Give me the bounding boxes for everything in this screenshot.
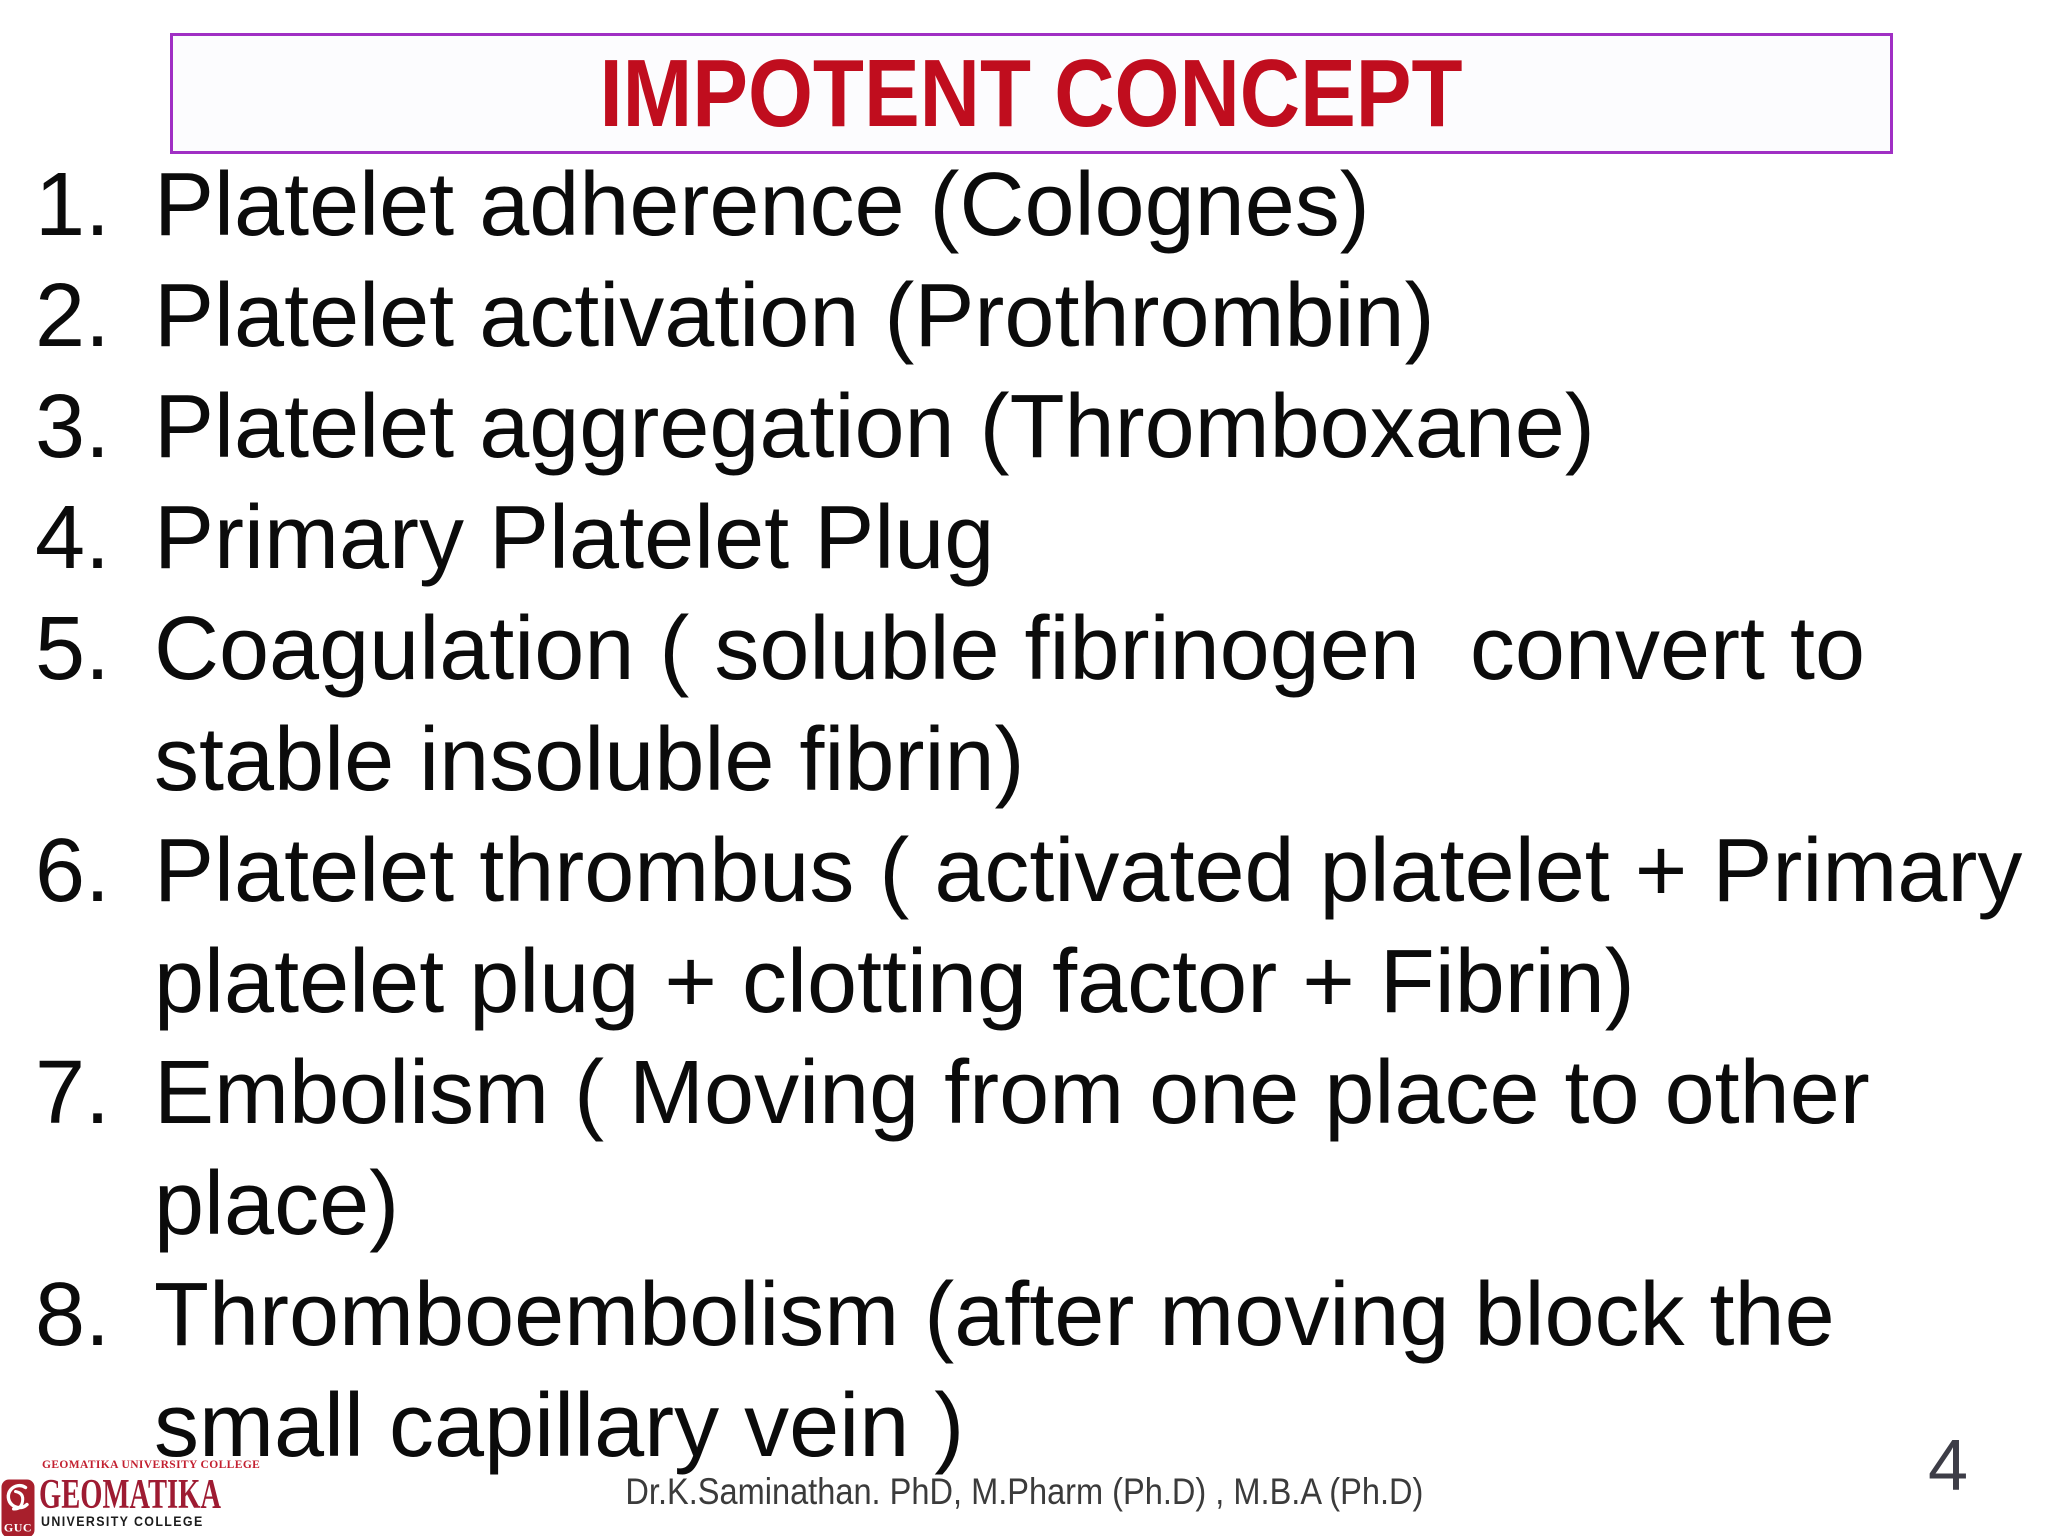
list-item-number <box>35 1149 154 1260</box>
list-item-line: stable insoluble fibrin) <box>35 705 2045 816</box>
list-item-number: 1. <box>35 155 111 255</box>
list-item-text: Embolism ( Moving from one place to othe… <box>154 1043 1870 1143</box>
list-item-text: Platelet aggregation (Thromboxane) <box>154 377 1595 477</box>
list-item-line: 2. Platelet activation (Prothrombin) <box>35 261 2045 372</box>
list-item-line: small capillary vein ) <box>35 1371 2045 1482</box>
page-number: 4 <box>1928 1426 1969 1506</box>
concept-list: 1. Platelet adherence (Colognes) 2. Platele… <box>35 150 2045 1482</box>
guc-badge-text: GUC <box>4 1521 32 1535</box>
list-item-line: 3. Platelet aggregation (Thromboxane) <box>35 372 2045 483</box>
guc-swirl-icon <box>6 1483 29 1511</box>
list-item-text: stable insoluble fibrin) <box>154 710 1025 810</box>
list-item-number: 3. <box>35 377 111 477</box>
list-item-line: platelet plug + clotting factor + Fibrin… <box>35 927 2045 1038</box>
guc-logo-badge-icon: GUC <box>1 1479 35 1536</box>
list-item-text: Primary Platelet Plug <box>154 488 995 588</box>
list-item-number <box>35 927 154 1038</box>
list-item-number <box>35 705 154 816</box>
footer-area: Dr.K.Saminathan. PhD, M.Pharm (Ph.D) , M… <box>0 1471 2048 1513</box>
list-item-line: 4. Primary Platelet Plug <box>35 483 2045 594</box>
list-item-line: place) <box>35 1149 2045 1260</box>
list-item-line: 6. Platelet thrombus ( activated platelet… <box>35 816 2045 927</box>
list-item-text: Thromboembolism (after moving block the <box>154 1265 1835 1365</box>
logo-subtitle: UNIVERSITY COLLEGE <box>41 1514 204 1529</box>
list-item-text: Platelet adherence (Colognes) <box>154 155 1370 255</box>
list-item-number: 8. <box>35 1265 111 1365</box>
list-item-line: 5. Coagulation ( soluble fibrinogen conve… <box>35 594 2045 705</box>
list-item-line: 8. Thromboembolism (after moving block th… <box>35 1260 2045 1371</box>
list-item-text: place) <box>154 1154 400 1254</box>
list-item-text: platelet plug + clotting factor + Fibrin… <box>154 932 1635 1032</box>
author-footer: Dr.K.Saminathan. PhD, M.Pharm (Ph.D) , M… <box>625 1471 1423 1512</box>
slide-title: IMPOTENT CONCEPT <box>599 39 1464 147</box>
list-item-number: 4. <box>35 488 111 588</box>
list-item-number: 6. <box>35 821 111 921</box>
list-item-line: 1. Platelet adherence (Colognes) <box>35 150 2045 261</box>
list-item-text: Platelet thrombus ( activated platelet +… <box>154 821 2023 921</box>
list-item-number: 5. <box>35 599 111 699</box>
list-item-line: 7. Embolism ( Moving from one place to ot… <box>35 1038 2045 1149</box>
list-item-text: Platelet activation (Prothrombin) <box>154 266 1435 366</box>
list-item-number: 2. <box>35 266 111 366</box>
title-box: IMPOTENT CONCEPT <box>170 33 1893 154</box>
list-item-number: 7. <box>35 1043 111 1143</box>
logo-name: GEOMATIKA <box>39 1472 221 1518</box>
list-item-text: Coagulation ( soluble fibrinogen convert… <box>154 599 1866 699</box>
list-item-text: small capillary vein ) <box>154 1376 965 1476</box>
logo-tagline: GEOMATIKA UNIVERSITY COLLEGE <box>42 1459 261 1471</box>
